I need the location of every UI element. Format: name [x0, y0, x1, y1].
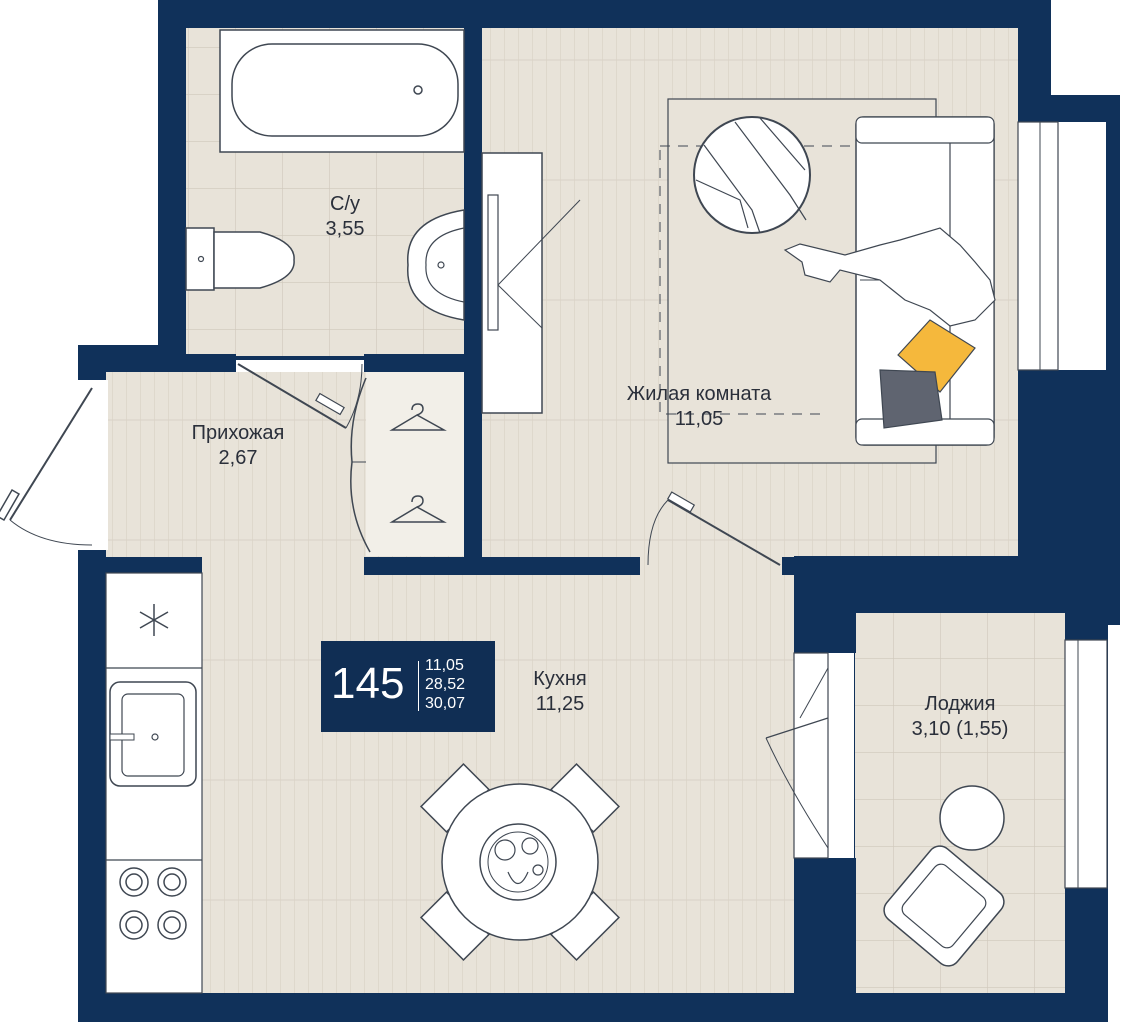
badge-areas: 11,05 28,52 30,07: [425, 656, 465, 713]
apartment-badge: 145 11,05 28,52 30,07: [321, 641, 495, 732]
kitchen-sink-icon: [109, 681, 197, 787]
living-name: Жилая комната: [626, 383, 772, 405]
bathroom-label: С/у 3,55: [290, 192, 400, 242]
badge-living-area: 11,05: [425, 657, 464, 674]
interior-walls: [106, 28, 856, 993]
kitchen-label: Кухня 11,25: [505, 667, 615, 717]
kitchen-name: Кухня: [533, 668, 587, 690]
badge-separator: [418, 661, 419, 711]
hanger-icon: [389, 403, 447, 523]
sofa-icon: [783, 116, 996, 446]
closet-floor: [366, 372, 464, 557]
apartment-number: 145: [331, 659, 405, 708]
snowflake-icon: [139, 604, 169, 636]
loggia-door: [765, 652, 854, 859]
person-figure: [783, 227, 996, 327]
round-table-icon: [693, 116, 811, 234]
loggia-name: Лоджия: [924, 693, 996, 715]
entrance-door: [0, 380, 108, 550]
loggia-label: Лоджия 3,10 (1,55): [890, 692, 1030, 742]
toilet-icon: [185, 227, 295, 291]
closet: [350, 377, 371, 553]
hallway-label: Прихожая 2,67: [168, 421, 308, 471]
bathroom-name: С/у: [330, 193, 360, 215]
wardrobe: [481, 152, 581, 414]
badge-total-area: 28,52: [425, 676, 466, 693]
armchair-icon: [883, 845, 1005, 967]
bathroom-door: [237, 363, 363, 429]
badge-total-area-loggia: 30,07: [425, 695, 466, 712]
bathtub-icon: [219, 29, 465, 153]
loggia-area: 3,10 (1,55): [911, 718, 1009, 740]
dining-table-icon: [419, 762, 621, 962]
hallway-area: 2,67: [218, 447, 258, 469]
bathroom-area: 3,55: [325, 218, 365, 240]
kitchen-area: 11,25: [535, 693, 585, 715]
living-door: [647, 491, 781, 566]
living-window: [1017, 121, 1106, 371]
hallway-name: Прихожая: [191, 422, 285, 444]
pillow-gray: [879, 369, 943, 429]
sink-icon: [407, 209, 465, 321]
living-area: 11,05: [674, 408, 724, 430]
loggia-round-table: [939, 785, 1005, 851]
living-label: Жилая комната 11,05: [594, 382, 804, 432]
loggia-window: [1064, 639, 1108, 889]
stove-icon: [119, 867, 187, 940]
